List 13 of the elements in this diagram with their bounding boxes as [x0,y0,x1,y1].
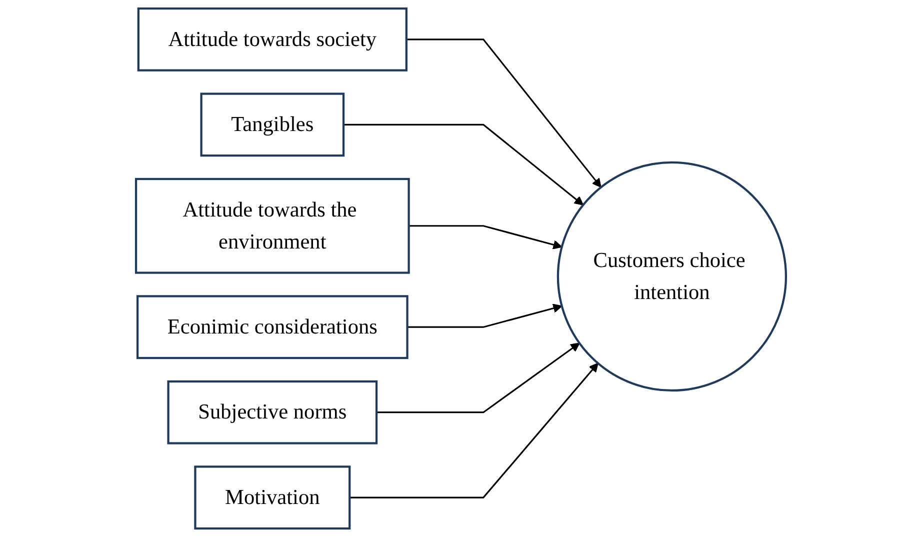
node-box: Tangibles [200,92,345,157]
arrow [406,38,602,188]
node-box: Subjective norms [167,380,378,444]
arrow [376,342,580,414]
node-box: Attitude towards society [137,7,408,72]
arrow [408,225,562,250]
node-box: Attitude towards the environment [134,178,410,274]
node-circle: Customers choice intention [556,161,788,392]
arrow [350,362,598,498]
arrow [344,124,584,206]
node-box: Econimic considerations [136,295,408,360]
arrow [407,304,562,328]
node-box: Motivation [194,466,351,530]
